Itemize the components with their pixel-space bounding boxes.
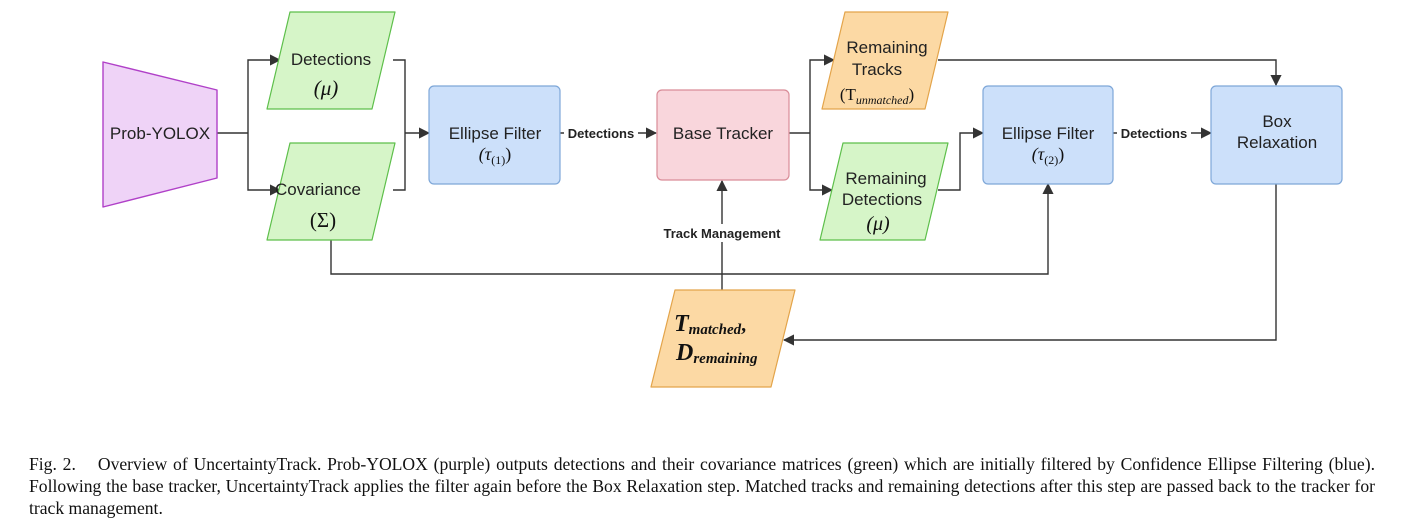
ellipse-filter-1-symbol: (τ(1)) bbox=[479, 144, 511, 167]
edge-covariance-to-filter1 bbox=[393, 133, 406, 191]
node-covariance: Covariance (Σ) bbox=[266, 142, 396, 241]
ellipse-filter-1-label: Ellipse Filter bbox=[449, 124, 542, 143]
node-matched-remaining: Tmatched, Dremaining bbox=[650, 289, 796, 388]
remaining-tracks-label-1: Remaining bbox=[846, 38, 927, 57]
ellipse-filter-2-label: Ellipse Filter bbox=[1002, 124, 1095, 143]
edge-label-detections-2: Detections bbox=[1121, 126, 1187, 141]
remaining-detections-label-1: Remaining bbox=[845, 169, 926, 188]
figure-number: Fig. 2. bbox=[29, 454, 76, 474]
node-remaining-detections: Remaining Detections (μ) bbox=[819, 142, 949, 241]
ellipse-filter-2-symbol: (τ(2)) bbox=[1032, 144, 1064, 167]
flow-diagram: Detections Detections Track Management P… bbox=[102, 11, 1343, 388]
detections-symbol: (μ) bbox=[314, 76, 339, 100]
node-box-relaxation: Box Relaxation bbox=[1210, 85, 1343, 185]
node-base-tracker: Base Tracker bbox=[656, 89, 790, 181]
covariance-symbol: (Σ) bbox=[310, 208, 336, 232]
remaining-tracks-symbol: (Tunmatched) bbox=[840, 85, 914, 107]
node-detections: Detections (μ) bbox=[266, 11, 396, 110]
edge-tracks-to-box bbox=[938, 59, 1282, 87]
edge-remaining-dets-to-filter2 bbox=[938, 127, 985, 191]
remaining-detections-symbol: (μ) bbox=[866, 213, 890, 235]
node-ellipse-filter-2: Ellipse Filter (τ(2)) bbox=[982, 85, 1114, 185]
node-remaining-tracks: Remaining Tracks (Tunmatched) bbox=[821, 11, 949, 110]
figure-caption: Fig. 2.Overview of UncertaintyTrack. Pro… bbox=[29, 453, 1375, 519]
edge-base-to-tracks bbox=[809, 54, 836, 133]
edge-yolox-to-covariance bbox=[247, 133, 282, 196]
remaining-detections-label-2: Detections bbox=[842, 190, 922, 209]
edge-base-to-remaining-dets bbox=[809, 133, 834, 196]
node-ellipse-filter-1: Ellipse Filter (τ(1)) bbox=[428, 85, 561, 185]
caption-text: Overview of UncertaintyTrack. Prob-YOLOX… bbox=[29, 454, 1375, 518]
edge-label-track-management: Track Management bbox=[663, 226, 781, 241]
covariance-label: Covariance bbox=[275, 180, 361, 199]
edge-box-to-matched bbox=[782, 184, 1277, 346]
detections-label: Detections bbox=[291, 50, 371, 69]
edge-yolox-to-detections bbox=[247, 54, 282, 133]
remaining-tracks-label-2: Tracks bbox=[852, 60, 902, 79]
base-tracker-label: Base Tracker bbox=[673, 124, 773, 143]
matched-tracks-symbol: Tmatched, bbox=[674, 311, 746, 338]
edge-detections-to-filter1 bbox=[393, 59, 406, 133]
box-relaxation-label-1: Box bbox=[1262, 112, 1292, 131]
prob-yolox-label: Prob-YOLOX bbox=[110, 124, 210, 143]
remaining-detections-symbol-2: Dremaining bbox=[675, 340, 758, 367]
edge-covariance-to-filter2 bbox=[330, 182, 1054, 275]
node-prob-yolox: Prob-YOLOX bbox=[102, 61, 218, 208]
edge-label-detections-1: Detections bbox=[568, 126, 634, 141]
box-relaxation-label-2: Relaxation bbox=[1237, 133, 1317, 152]
